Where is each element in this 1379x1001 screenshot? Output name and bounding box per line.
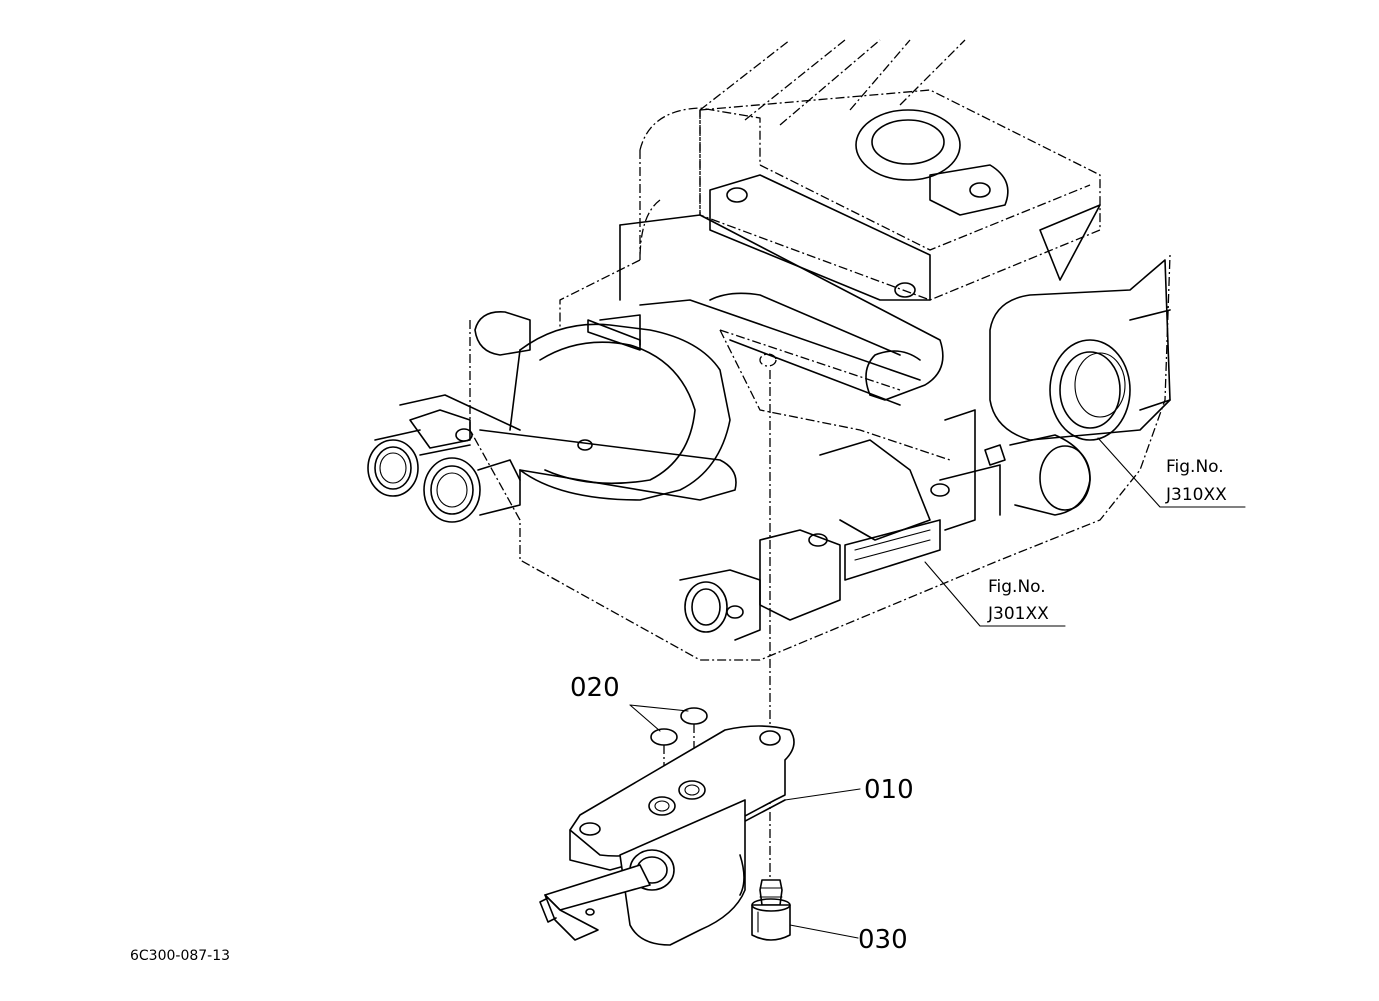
- plug-part: [751, 879, 791, 941]
- part-label-030: 030: [858, 925, 908, 955]
- leader-line-j301xx: [924, 561, 1066, 627]
- fig-no-label: Fig.No.: [988, 577, 1046, 597]
- leader-line-j310xx: [1097, 437, 1246, 508]
- leader-line-030: [789, 924, 859, 939]
- part-label-010: 010: [864, 775, 914, 805]
- hydraulic-housing-assembly: [367, 39, 1171, 661]
- leader-line-010: [784, 788, 861, 801]
- fig-code-j301xx: J301XX: [987, 604, 1049, 624]
- diagram-code: 6C300-087-13: [130, 948, 230, 964]
- part-label-020: 020: [570, 673, 620, 703]
- valve-body-part: [539, 725, 795, 946]
- figure-ref-j301xx: Fig.No. J301XX: [924, 561, 1066, 627]
- o-ring-a: [650, 728, 678, 746]
- fig-no-label: Fig.No.: [1166, 457, 1224, 477]
- figure-ref-j310xx: Fig.No. J310XX: [1097, 437, 1246, 508]
- fig-code-j310xx: J310XX: [1165, 485, 1227, 505]
